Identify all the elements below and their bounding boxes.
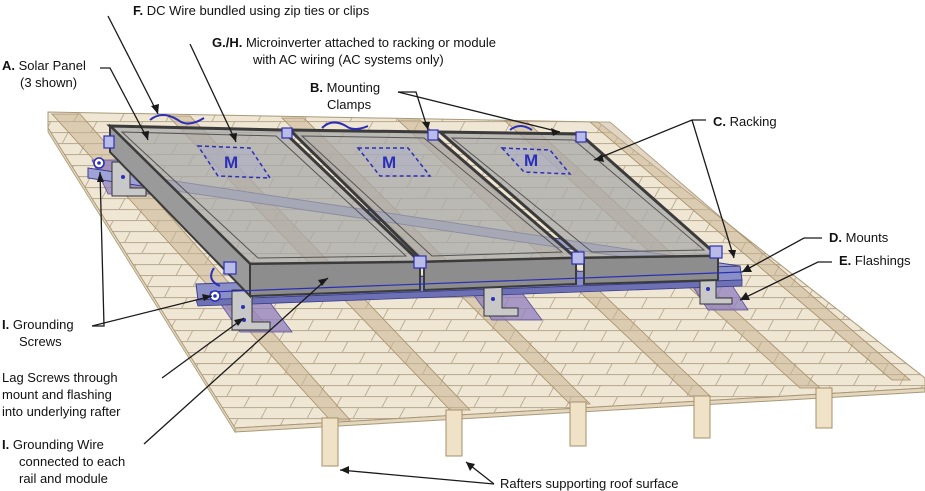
label-solar-panel-sub: (3 shown) [20, 75, 78, 90]
label-microinverter-letter: G./H. [212, 35, 243, 50]
leader-lines [91, 15, 832, 485]
label-lag-screws-line2: mount and flashing [2, 387, 112, 402]
label-rafters: Rafters supporting roof surface [500, 475, 678, 491]
label-mounts-text: Mounts [845, 230, 889, 245]
label-dc-wire: F. DC Wire bundled using zip ties or cli… [133, 2, 369, 19]
label-flashings: E. Flashings [839, 252, 911, 269]
leader-arrows [97, 104, 752, 474]
label-microinverter: G./H. Microinverter attached to racking … [212, 34, 496, 68]
label-grounding-wire-sub1: connected to each [19, 454, 126, 469]
label-flashings-letter: E. [839, 253, 852, 268]
label-grounding-screws-letter: I. [2, 317, 10, 332]
label-grounding-wire: I. Grounding Wire connected to each rail… [2, 436, 125, 487]
label-mounting-clamps-letter: B. [310, 80, 323, 95]
svg-text:M: M [224, 153, 238, 172]
microinverters [196, 145, 572, 179]
label-microinverter-text: Microinverter attached to racking or mod… [245, 35, 496, 50]
label-grounding-screws-text: Grounding [12, 317, 74, 332]
label-racking-letter: C. [713, 114, 726, 129]
svg-text:M: M [382, 153, 396, 172]
label-mounting-clamps-text: Mounting [326, 80, 381, 95]
microinverter-marks: M M M [224, 151, 538, 172]
label-flashings-text: Flashings [854, 253, 911, 268]
label-dc-wire-text: DC Wire bundled using zip ties or clips [146, 3, 370, 18]
label-mounting-clamps: B. Mounting Clamps [310, 79, 380, 113]
label-lag-screws-line3: into underlying rafter [2, 404, 121, 419]
label-lag-screws: Lag Screws through mount and flashing in… [2, 369, 121, 420]
rafter-ends [321, 387, 833, 467]
dc-wires [149, 114, 533, 287]
label-solar-panel-text: Solar Panel [18, 58, 86, 73]
label-lag-screws-line1: Lag Screws through [2, 370, 118, 385]
label-grounding-wire-text: Grounding Wire [12, 437, 104, 452]
label-grounding-screws: I. Grounding Screws [2, 316, 74, 350]
label-rafters-text: Rafters supporting roof surface [500, 476, 679, 491]
label-grounding-wire-letter: I. [2, 437, 10, 452]
label-grounding-screws-sub: Screws [19, 334, 62, 349]
label-grounding-wire-sub2: rail and module [19, 471, 108, 486]
label-racking: C. Racking [713, 113, 777, 130]
mounting-clamps [103, 127, 723, 275]
label-solar-panel-letter: A. [2, 58, 15, 73]
label-mounting-clamps-sub: Clamps [327, 97, 372, 112]
grounding-wire [209, 271, 743, 293]
label-microinverter-sub: with AC wiring (AC systems only) [253, 52, 444, 67]
label-dc-wire-letter: F. [133, 3, 144, 18]
label-racking-text: Racking [729, 114, 777, 129]
label-solar-panel: A. Solar Panel (3 shown) [2, 57, 86, 91]
label-mounts: D. Mounts [829, 229, 888, 246]
label-mounts-letter: D. [829, 230, 842, 245]
svg-text:M: M [524, 151, 538, 170]
